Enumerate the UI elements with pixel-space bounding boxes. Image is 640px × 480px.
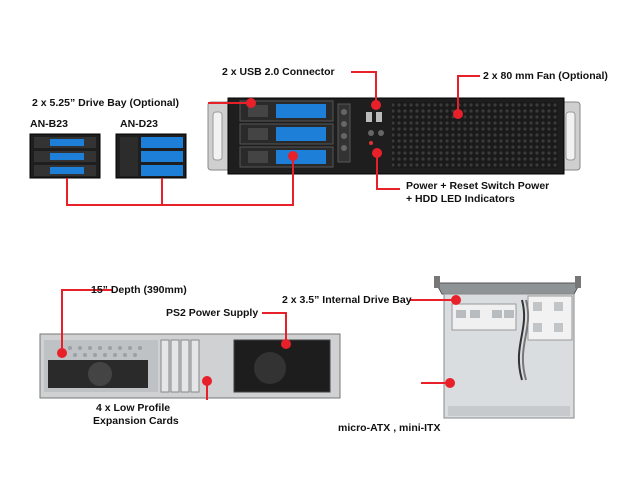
expansion-slot-covers (160, 339, 200, 393)
usb-connector-label: 2 x USB 2.0 Connector (222, 66, 335, 78)
depth-label: 15” Depth (390mm) (91, 284, 187, 296)
usb-port-1 (366, 112, 372, 122)
callout-dot (288, 151, 298, 161)
rear-chassis (39, 333, 341, 399)
an-d23-module (115, 133, 187, 179)
expansion-cards-label-line2: Expansion Cards (93, 415, 179, 427)
power-reset-label-line2: + HDD LED Indicators (406, 193, 515, 205)
callout-dot (57, 348, 67, 358)
model-b23-label: AN-B23 (30, 118, 68, 130)
front-chassis (207, 97, 581, 175)
callout-dot (371, 100, 381, 110)
power-reset-label-line1: Power + Reset Switch Power (406, 180, 550, 192)
led-indicator (369, 141, 373, 145)
callout-dot (202, 376, 212, 386)
callout-dot (445, 378, 455, 388)
callout-dot (281, 339, 291, 349)
drive-bay-525-label: 2 x 5.25” Drive Bay (Optional) (32, 97, 180, 109)
drive-bays (239, 100, 334, 168)
callout-dots (57, 98, 463, 388)
usb-port-2 (376, 112, 382, 122)
callout-dot (246, 98, 256, 108)
callout-dot (451, 295, 461, 305)
callout-dot (372, 148, 382, 158)
drive-bay-35-label: 2 x 3.5” Internal Drive Bay (282, 294, 412, 306)
ps2-power-supply-label: PS2 Power Supply (166, 307, 259, 319)
interior-top-view (434, 276, 581, 419)
model-d23-label: AN-D23 (120, 118, 158, 130)
fan-mesh-grille (392, 102, 558, 168)
fan-label: 2 x 80 mm Fan (Optional) (483, 70, 608, 82)
expansion-cards-label-line1: 4 x Low Profile (96, 402, 171, 414)
reset-button (378, 130, 384, 136)
an-b23-module (29, 133, 101, 179)
callout-dot (453, 109, 463, 119)
motherboard-support-label: micro-ATX , mini-ITX (338, 422, 441, 434)
power-button (368, 130, 374, 136)
